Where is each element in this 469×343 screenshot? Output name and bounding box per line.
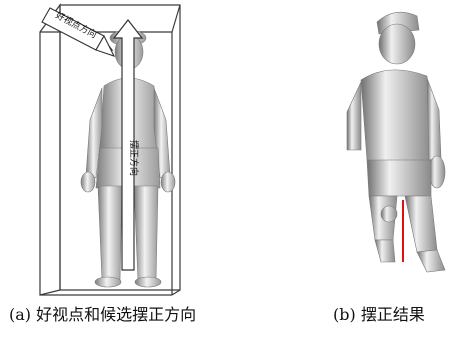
- upright-direction-label: 摆正方向: [128, 140, 140, 176]
- caption-b: (b) 摆正结果: [333, 301, 425, 325]
- panel-b-illustration: [269, 0, 469, 300]
- caption-a: (a) 好视点和候选摆正方向: [9, 301, 196, 325]
- human-model-upright: [347, 12, 445, 272]
- panel-a-illustration: 摆正方向 好视点方向: [0, 0, 240, 300]
